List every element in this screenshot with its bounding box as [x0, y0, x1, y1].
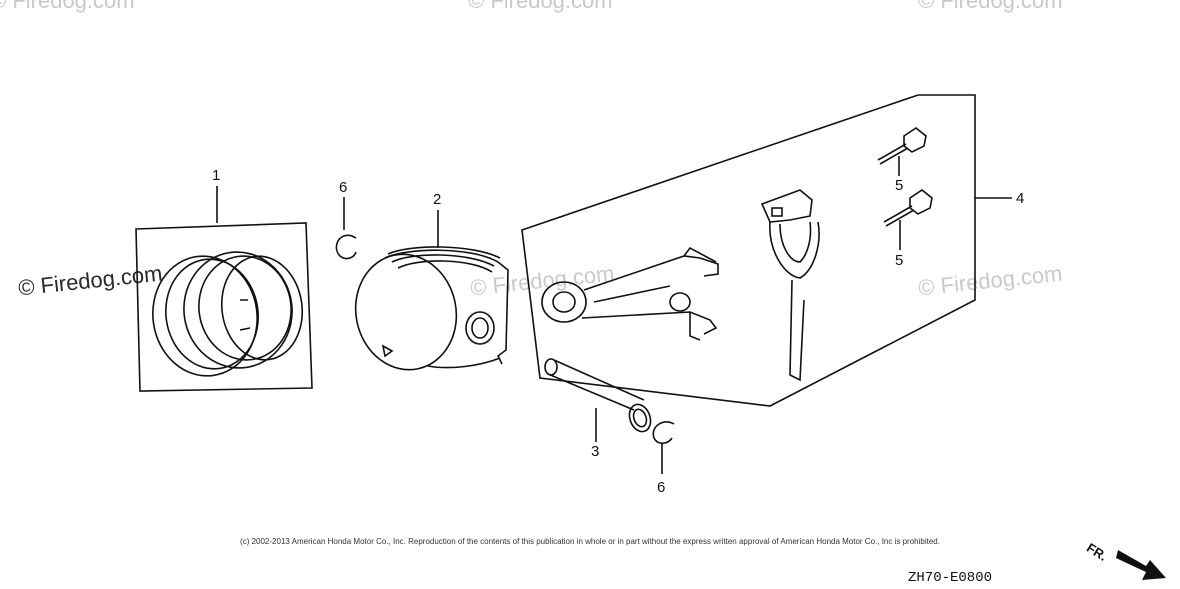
piston-pin[interactable] — [544, 358, 654, 435]
callout-piston-ring-set[interactable]: 1 — [212, 167, 221, 184]
connecting-rod[interactable] — [541, 246, 719, 341]
rod-bolt-upper[interactable] — [877, 127, 927, 165]
callout-pin-clip-right[interactable]: 6 — [657, 479, 666, 496]
callout-piston-pin[interactable]: 3 — [591, 443, 600, 460]
callout-connecting-rod-set[interactable]: 4 — [1016, 190, 1025, 207]
piston[interactable] — [345, 245, 509, 379]
connecting-rod-cap[interactable] — [760, 189, 820, 382]
callout-rod-bolt-lower[interactable]: 5 — [895, 252, 904, 269]
diagram-code: ZH70-E0800 — [908, 570, 993, 586]
watermark: © Firedog.com — [918, 0, 1063, 13]
connecting-rod-set-frame — [521, 94, 976, 407]
rod-bolt-lower[interactable] — [883, 189, 933, 227]
piston-pin-clip-left[interactable] — [335, 234, 357, 260]
watermark: © Firedog.com — [0, 0, 135, 13]
callout-rod-bolt-upper[interactable]: 5 — [895, 177, 904, 194]
callout-piston[interactable]: 2 — [433, 191, 442, 208]
callout-pin-clip-left[interactable]: 6 — [339, 179, 348, 196]
front-arrow-icon — [1116, 550, 1166, 580]
copyright-notice: (c) 2002-2013 American Honda Motor Co., … — [240, 537, 940, 546]
watermark: © Firedog.com — [468, 0, 613, 13]
piston-pin-clip-right[interactable] — [652, 421, 675, 445]
piston-ring-set[interactable] — [135, 222, 313, 392]
ring-set-frame — [135, 222, 313, 392]
